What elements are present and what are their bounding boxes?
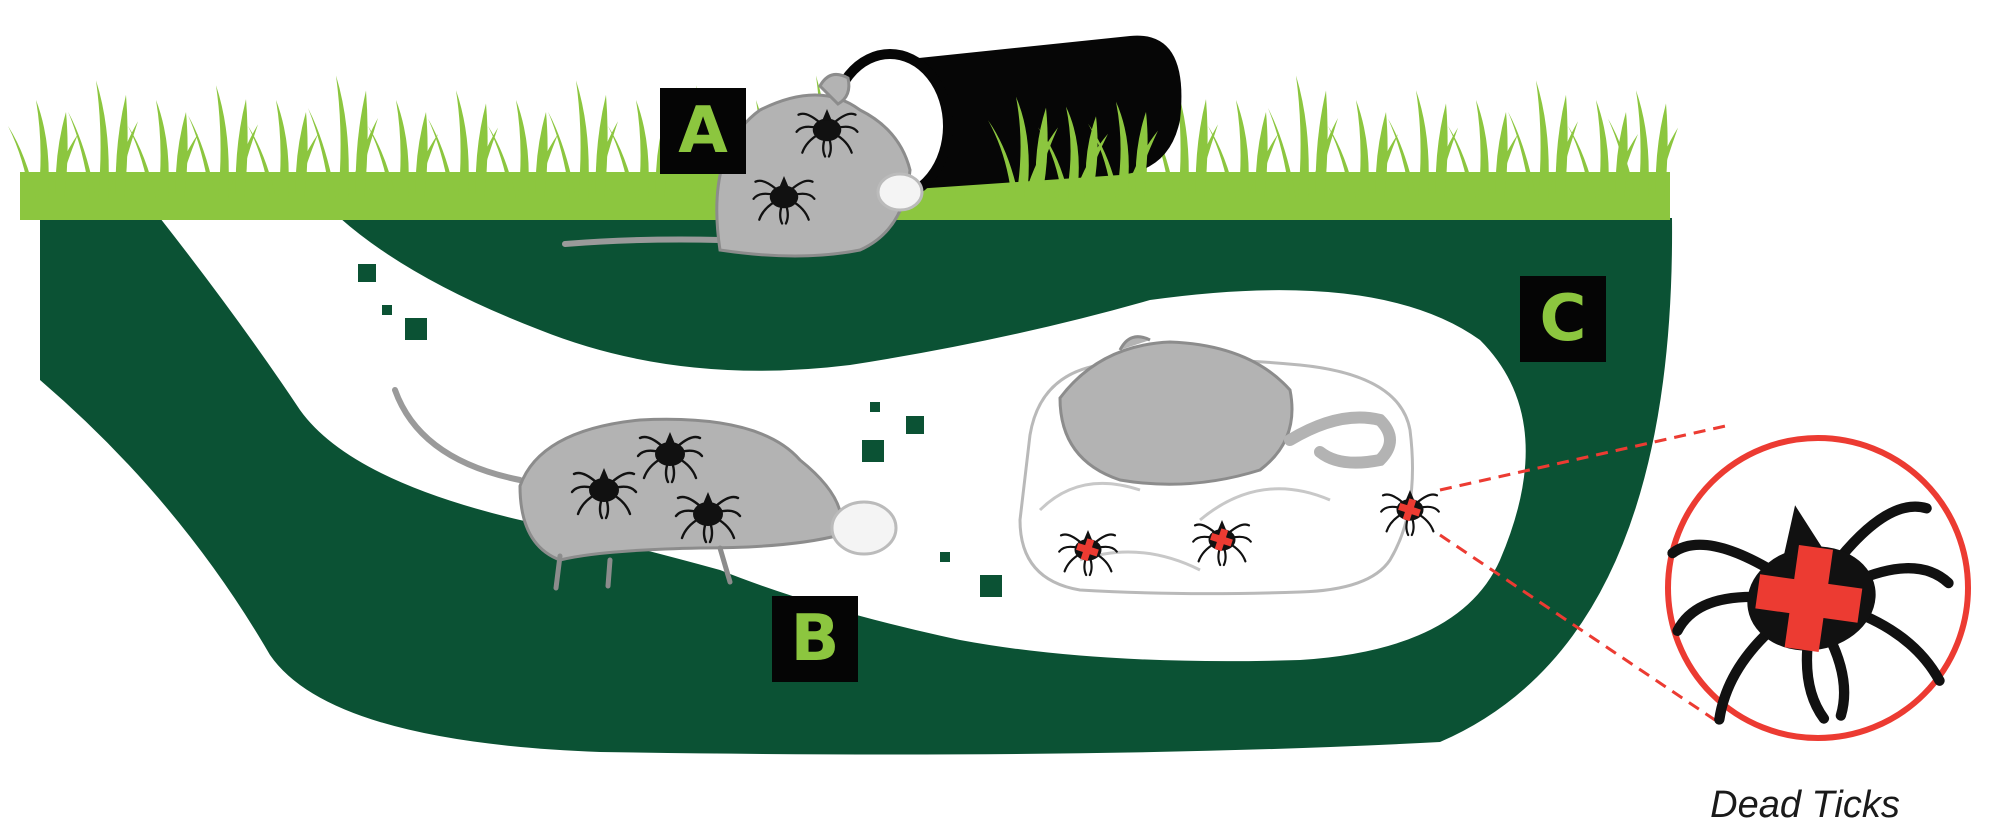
dead-ticks-caption: Dead Ticks — [1700, 786, 1910, 824]
label-b: B — [772, 596, 858, 682]
label-a: A — [660, 88, 746, 174]
label-a-text: A — [678, 99, 728, 163]
label-b-text: B — [791, 607, 840, 671]
label-c: C — [1520, 276, 1606, 362]
label-c-text: C — [1540, 287, 1587, 351]
magnifier-circle — [1660, 438, 1968, 741]
